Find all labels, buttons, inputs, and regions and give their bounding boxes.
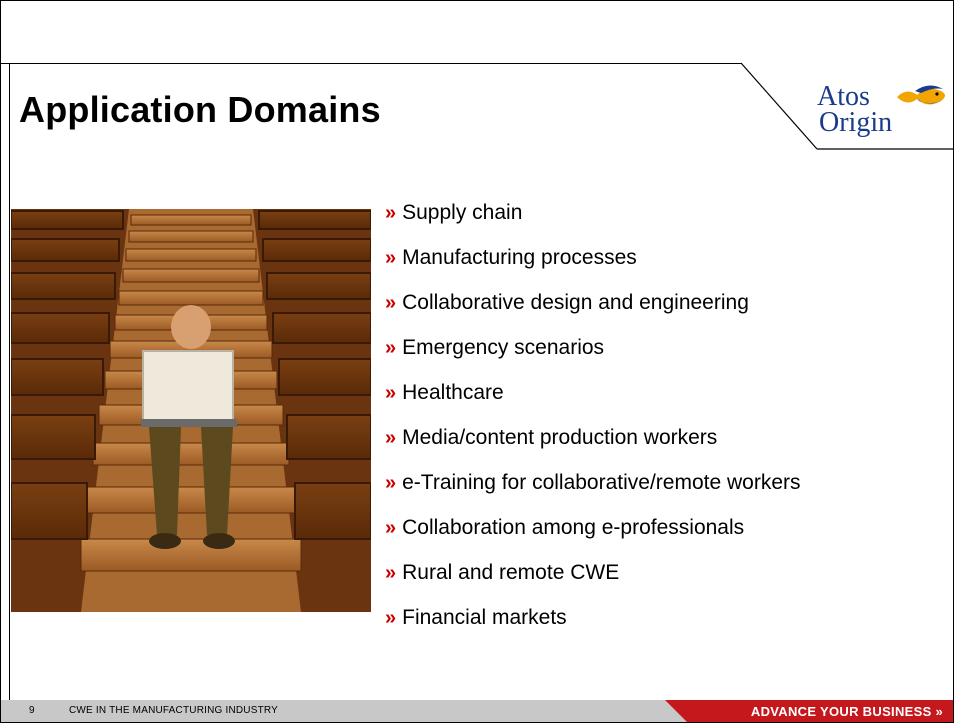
bullet-marker-icon: »	[385, 202, 397, 224]
list-item-text: Supply chain	[402, 201, 523, 224]
header-line-top	[1, 63, 741, 64]
footer-slogan: ADVANCE YOUR BUSINESS »	[750, 704, 943, 719]
person-with-laptop-on-stairs-image	[11, 209, 371, 612]
list-item-text: Manufacturing processes	[402, 246, 637, 269]
list-item: »Collaborative design and engineering	[385, 285, 801, 330]
bullet-marker-icon: »	[385, 247, 397, 269]
page-number: 9	[29, 705, 35, 716]
list-item-text: Rural and remote CWE	[402, 561, 620, 584]
header-left-rule	[9, 64, 10, 700]
list-item: »Financial markets	[385, 600, 801, 645]
bullet-marker-icon: »	[385, 382, 397, 404]
footer-title: CWE IN THE MANUFACTURING INDUSTRY	[69, 705, 279, 716]
slide-footer: 9 CWE IN THE MANUFACTURING INDUSTRY ADVA…	[1, 700, 953, 722]
list-item-text: Media/content production workers	[402, 426, 718, 449]
list-item-text: Financial markets	[402, 606, 567, 629]
list-item: »e-Training for collaborative/remote wor…	[385, 465, 801, 510]
list-item: »Rural and remote CWE	[385, 555, 801, 600]
list-item: »Collaboration among e-professionals	[385, 510, 801, 555]
list-item-text: e-Training for collaborative/remote work…	[402, 471, 801, 494]
bullet-marker-icon: »	[385, 337, 397, 359]
bullet-marker-icon: »	[385, 562, 397, 584]
list-item: »Supply chain	[385, 195, 801, 240]
bullet-marker-icon: »	[385, 292, 397, 314]
list-item: »Media/content production workers	[385, 420, 801, 465]
list-item-text: Collaborative design and engineering	[402, 291, 749, 314]
atos-origin-logo: Atos Origin	[809, 79, 949, 139]
list-item-text: Healthcare	[402, 381, 504, 404]
bullet-marker-icon: »	[385, 472, 397, 494]
bullet-marker-icon: »	[385, 607, 397, 629]
list-item: »Emergency scenarios	[385, 330, 801, 375]
bullet-marker-icon: »	[385, 517, 397, 539]
logo-word-origin: Origin	[819, 107, 893, 138]
list-item: »Healthcare	[385, 375, 801, 420]
header-corner-lines	[740, 62, 953, 150]
list-item-text: Emergency scenarios	[402, 336, 605, 359]
slide-title: Application Domains	[19, 89, 381, 130]
footer-slogan-band: ADVANCE YOUR BUSINESS »	[665, 700, 953, 722]
application-domains-list: »Supply chain »Manufacturing processes »…	[385, 195, 801, 645]
bullet-marker-icon: »	[385, 427, 397, 449]
list-item-text: Collaboration among e-professionals	[402, 516, 745, 539]
logo-word-atos: Atos	[817, 81, 870, 112]
list-item: »Manufacturing processes	[385, 240, 801, 285]
fish-logo-icon	[897, 85, 945, 105]
